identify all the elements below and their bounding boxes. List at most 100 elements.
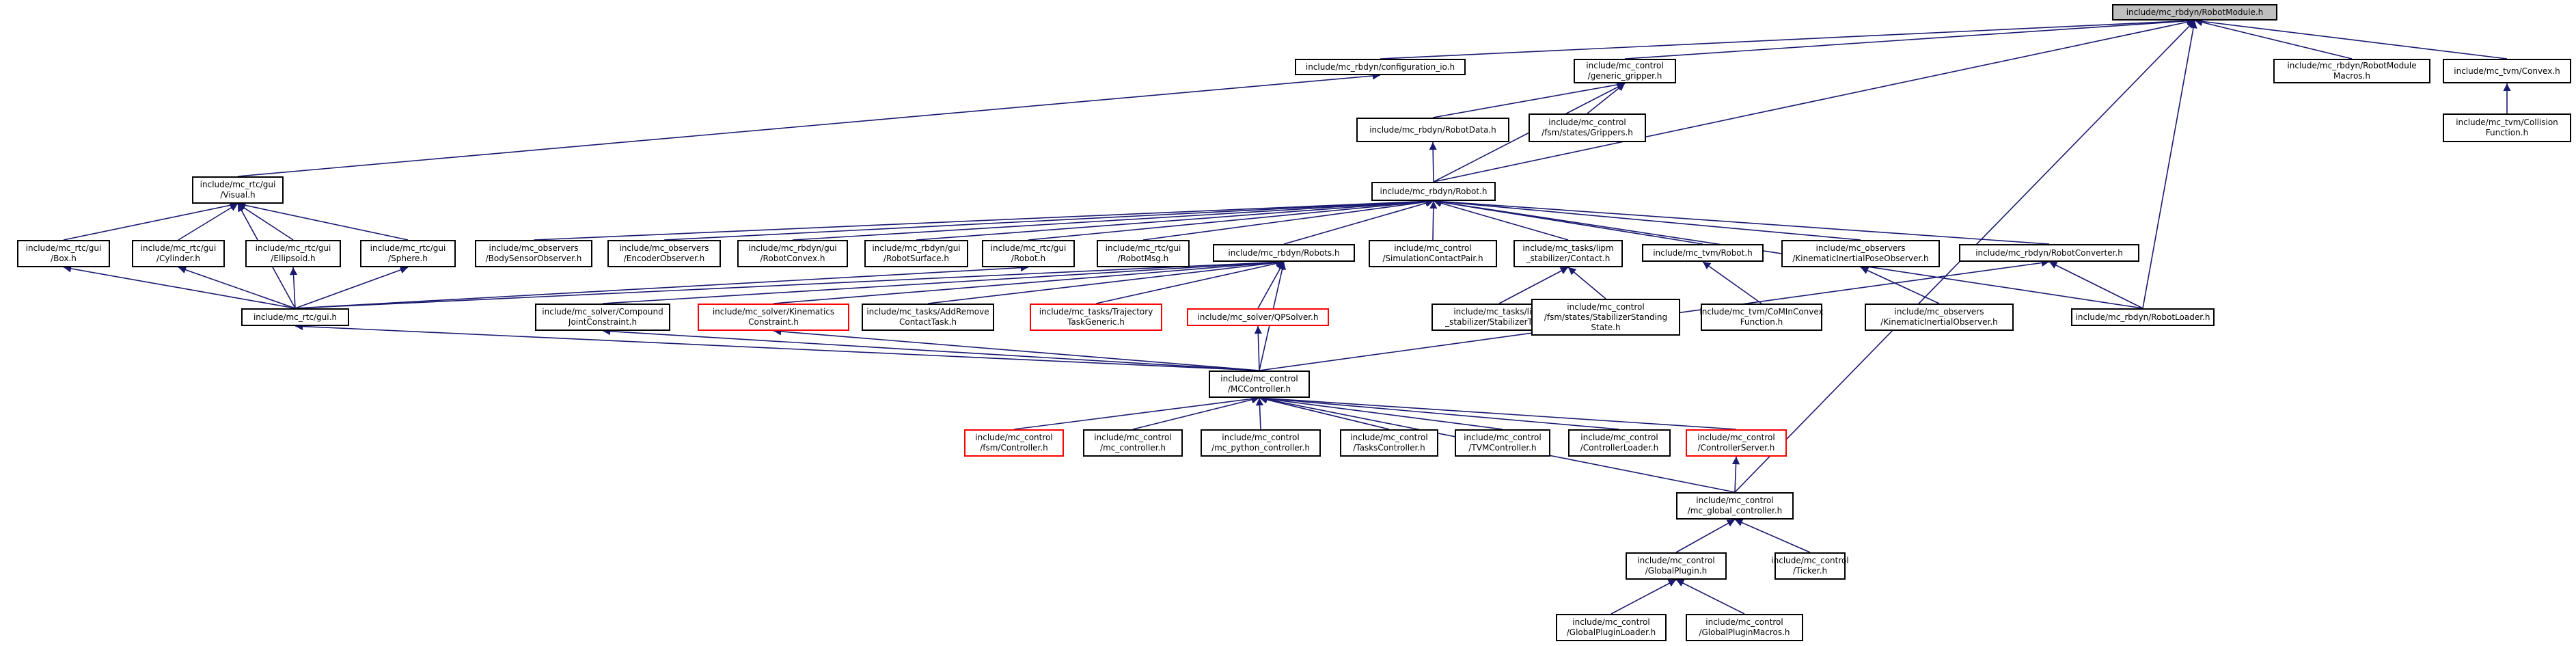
node-tvmcontroller-h[interactable]: include/mc_control /TVMController.h xyxy=(1455,429,1550,457)
edge-n8-n10 xyxy=(63,201,238,241)
node-robotdata-h[interactable]: include/mc_rbdyn/RobotData.h xyxy=(1356,118,1509,142)
edge-n20-n28 xyxy=(773,258,1285,304)
node-robotconverter-h[interactable]: include/mc_rbdyn/RobotConverter.h xyxy=(1959,244,2139,262)
edge-n0-n1 xyxy=(1380,16,2195,59)
node-gui-visual-h[interactable]: include/mc_rtc/gui /Visual.h xyxy=(192,176,284,204)
node-addremovecontacttask-h[interactable]: include/mc_tasks/AddRemove ContactTask.h xyxy=(862,304,994,331)
edge-n20-n27 xyxy=(602,258,1285,304)
edge-n9-n25 xyxy=(1433,198,2050,245)
edge-n0-n9 xyxy=(1433,18,2195,183)
node-configuration-io-h[interactable]: include/mc_rbdyn/configuration_io.h xyxy=(1295,59,1466,75)
edge-n2-n6 xyxy=(1587,83,1626,114)
node-gui-robotmsg-h[interactable]: include/mc_rtc/gui /RobotMsg.h xyxy=(1097,240,1190,267)
edge-n23-n34 xyxy=(1702,261,1762,304)
edge-n2-n5 xyxy=(1432,81,1626,118)
node-trajectorytaskgeneric-h[interactable]: include/mc_tasks/Trajectory TaskGeneric.… xyxy=(1030,304,1162,331)
edge-n45-n46 xyxy=(1675,519,1736,553)
node-gui-robot-h[interactable]: include/mc_rtc/gui /Robot.h xyxy=(982,240,1075,267)
node-robot-h[interactable]: include/mc_rbdyn/Robot.h xyxy=(1371,182,1496,201)
node-kinematicinertialposeobserver-h[interactable]: include/mc_observers /KinematicInertialP… xyxy=(1781,240,1940,267)
node-robots-h[interactable]: include/mc_rbdyn/Robots.h xyxy=(1213,244,1355,262)
edge-n9-n18 xyxy=(1028,198,1434,241)
edge-n27-n37 xyxy=(602,327,1260,371)
node-mc-global-controller-h[interactable]: include/mc_control /mc_global_controller… xyxy=(1676,492,1794,520)
node-globalplugin-h[interactable]: include/mc_control /GlobalPlugin.h xyxy=(1626,552,1727,580)
edge-n22-n33 xyxy=(1567,267,1606,299)
node-gui-cylinder-h[interactable]: include/mc_rtc/gui /Cylinder.h xyxy=(132,240,225,267)
node-stabilizerstandingstate-h[interactable]: include/mc_control /fsm/states/Stabilize… xyxy=(1531,299,1680,336)
node-generic-gripper-h[interactable]: include/mc_control /generic_gripper.h xyxy=(1574,59,1676,83)
node-mc-rtc-gui-h[interactable]: include/mc_rtc/gui.h xyxy=(241,308,349,326)
edge-n9-n17 xyxy=(916,198,1434,241)
edge-n12-n26 xyxy=(289,267,298,309)
edge-n13-n26 xyxy=(294,266,409,309)
edge-n8-n13 xyxy=(237,201,409,241)
node-encoderobserver-h[interactable]: include/mc_observers /EncoderObserver.h xyxy=(607,240,721,267)
node-globalpluginloader-h[interactable]: include/mc_control /GlobalPluginLoader.h xyxy=(1556,614,1667,641)
edge-n28-n37 xyxy=(773,327,1260,371)
edge-n5-n9 xyxy=(1429,142,1437,183)
node-gui-sphere-h[interactable]: include/mc_rtc/gui /Sphere.h xyxy=(360,240,456,267)
node-robotloader-h[interactable]: include/mc_rbdyn/RobotLoader.h xyxy=(2071,308,2215,326)
edge-n9-n14 xyxy=(533,197,1434,241)
edge-n9-n20 xyxy=(1283,199,1434,245)
node-simulationcontactpair-h[interactable]: include/mc_control /SimulationContactPai… xyxy=(1369,240,1497,267)
edge-n45-n47 xyxy=(1734,519,1811,553)
node-lipm-stabilizer-contact-h[interactable]: include/mc_tasks/lipm _stabilizer/Contac… xyxy=(1513,240,1623,267)
edge-n37-n38 xyxy=(1013,394,1260,430)
node-mc-python-controller-h[interactable]: include/mc_control /mc_python_controller… xyxy=(1201,429,1321,457)
edge-n0-n2 xyxy=(1624,17,2195,59)
edge-n20-n31 xyxy=(1257,261,1285,309)
node-compoundjointconstraint-h[interactable]: include/mc_solver/Compound JointConstrai… xyxy=(535,304,670,331)
node-robotmodule-macros-h[interactable]: include/mc_rbdyn/RobotModule Macros.h xyxy=(2273,59,2430,83)
node-fsm-states-grippers-h[interactable]: include/mc_control /fsm/states/Grippers.… xyxy=(1529,113,1646,142)
node-kinematicsconstraint-h[interactable]: include/mc_solver/Kinematics Constraint.… xyxy=(698,304,849,331)
edge-n31-n37 xyxy=(1254,325,1262,371)
node-bodysensorobserver-h[interactable]: include/mc_observers /BodySensorObserver… xyxy=(475,240,592,267)
node-fsm-controller-h[interactable]: include/mc_control /fsm/Controller.h xyxy=(964,429,1064,457)
edge-n20-n26 xyxy=(294,258,1285,309)
edge-n9-n16 xyxy=(792,198,1434,241)
edge-n37-n41 xyxy=(1259,396,1390,430)
edge-n20-n29 xyxy=(927,258,1285,304)
edge-n46-n49 xyxy=(1675,579,1745,615)
node-gui-robotconvex-h[interactable]: include/mc_rbdyn/gui /RobotConvex.h xyxy=(737,240,848,267)
edge-n25-n36 xyxy=(2049,261,2143,309)
edge-n24-n35 xyxy=(1860,267,1940,304)
node-gui-ellipsoid-h[interactable]: include/mc_rtc/gui /Ellipsoid.h xyxy=(245,240,341,267)
edge-n9-n24 xyxy=(1433,198,1861,241)
node-qpsolver-h[interactable]: include/mc_solver/QPSolver.h xyxy=(1187,308,1329,326)
edge-n11-n26 xyxy=(178,266,296,309)
node-globalpluginmacros-h[interactable]: include/mc_control /GlobalPluginMacros.h xyxy=(1686,614,1803,641)
node-tvm-robot-h[interactable]: include/mc_tvm/Robot.h xyxy=(1642,244,1764,262)
node-kinematicinertialobserver-h[interactable]: include/mc_observers /KinematicInertialO… xyxy=(1865,304,2014,331)
node-mccontroller-h[interactable]: include/mc_control /MCController.h xyxy=(1209,371,1310,398)
node-tvm-convex-h[interactable]: include/mc_tvm/Convex.h xyxy=(2443,59,2571,83)
edge-n37-n40 xyxy=(1255,397,1264,430)
node-mc-controller-h[interactable]: include/mc_control /mc_controller.h xyxy=(1083,429,1183,457)
node-controllerloader-h[interactable]: include/mc_control /ControllerLoader.h xyxy=(1568,429,1671,457)
node-taskscontroller-h[interactable]: include/mc_control /TasksController.h xyxy=(1340,429,1438,457)
node-ticker-h[interactable]: include/mc_control /Ticker.h xyxy=(1771,552,1849,580)
edge-n8-n12 xyxy=(237,203,294,241)
edge-n9-n21 xyxy=(1429,200,1438,241)
edge-n10-n26 xyxy=(63,265,296,309)
edge-n0-n4 xyxy=(2194,17,2508,59)
node-cominconvexfunction-h[interactable]: include/mc_tvm/CoMInConvex Function.h xyxy=(1699,304,1824,331)
edge-n37-n44 xyxy=(1259,394,1737,430)
edge-n22-n32 xyxy=(1498,267,1569,304)
edge-n8-n11 xyxy=(178,203,238,241)
edge-n9-n15 xyxy=(663,197,1434,241)
node-gui-box-h[interactable]: include/mc_rtc/gui /Box.h xyxy=(17,240,110,267)
edge-n26-n37 xyxy=(294,322,1260,371)
edge-n9-n22 xyxy=(1433,199,1569,241)
edge-n0-n36 xyxy=(2142,20,2197,309)
edge-n0-n3 xyxy=(2194,18,2353,59)
edge-n37-n42 xyxy=(1259,394,1503,430)
edge-n9-n19 xyxy=(1142,198,1434,241)
node-tvm-collision-function-h[interactable]: include/mc_tvm/Collision Function.h xyxy=(2443,113,2571,142)
edge-n1-n8 xyxy=(237,72,1381,177)
edge-n46-n48 xyxy=(1611,579,1677,615)
node-controllerserver-h[interactable]: include/mc_control /ControllerServer.h xyxy=(1686,429,1787,457)
node-gui-robotsurface-h[interactable]: include/mc_rbdyn/gui /RobotSurface.h xyxy=(864,240,968,267)
